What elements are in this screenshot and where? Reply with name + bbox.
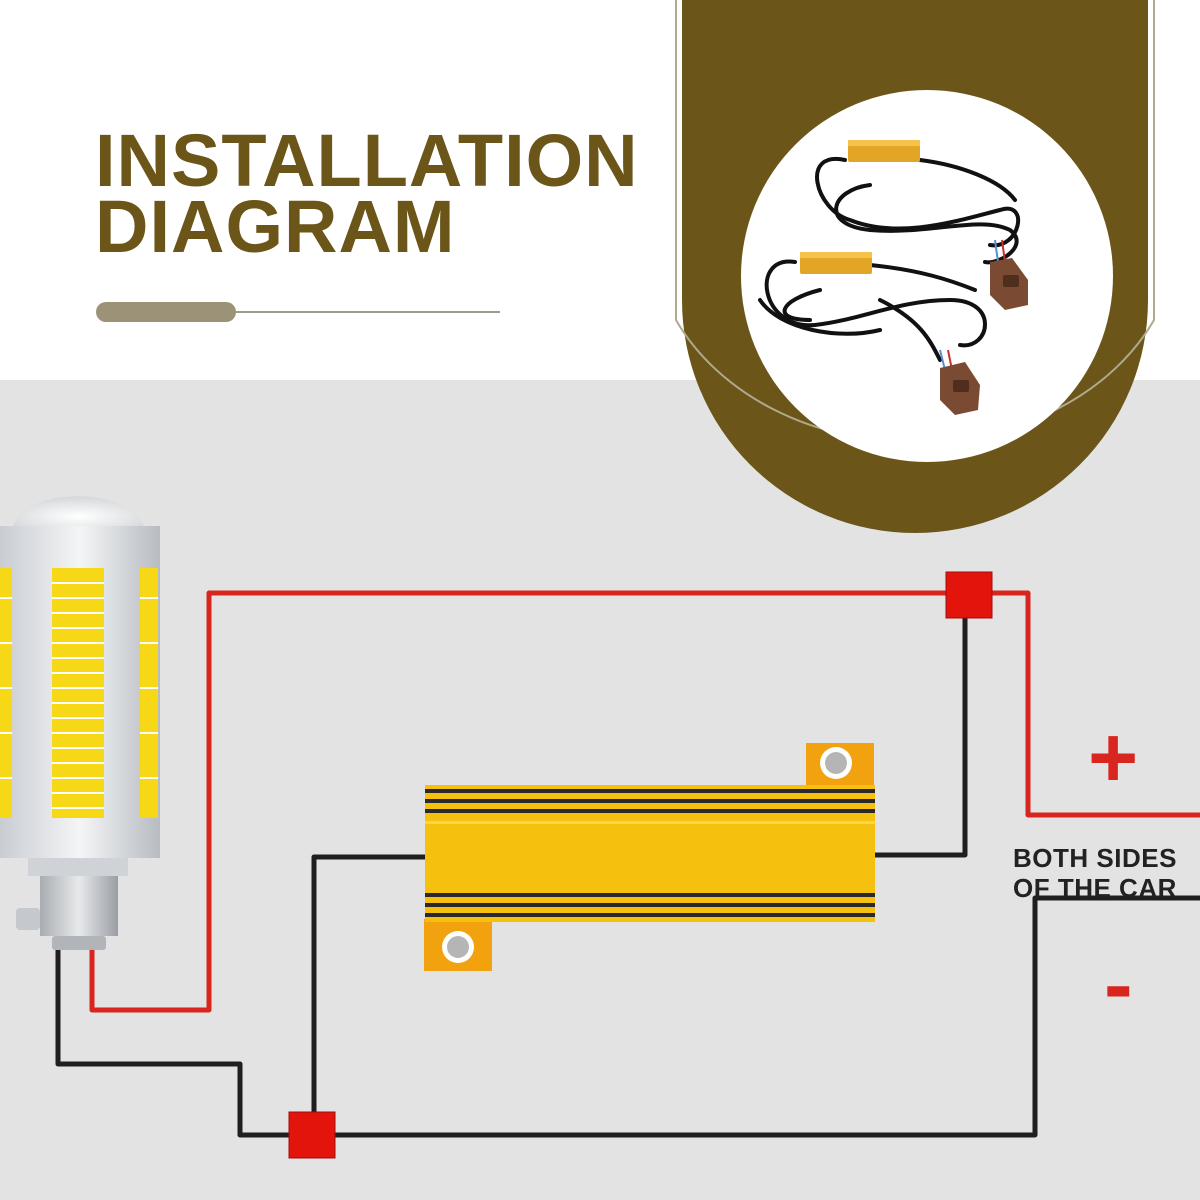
led-bulb-icon <box>0 496 160 950</box>
title-line-2: DIAGRAM <box>95 185 456 268</box>
divider-accent <box>96 302 236 322</box>
resistor-harness-photo <box>758 140 1028 415</box>
junction-node-icon <box>945 571 993 619</box>
junction-node-icon <box>288 1111 336 1159</box>
negative-terminal-symbol: - <box>1104 937 1133 1033</box>
positive-terminal-symbol: + <box>1088 710 1139 806</box>
load-resistor-icon <box>424 743 875 971</box>
positive-wire <box>89 590 1200 1013</box>
resistor-wire-left <box>311 854 425 1135</box>
title-line-1: INSTALLATION <box>95 119 639 202</box>
connection-label-line-1: BOTH SIDES <box>1013 843 1177 873</box>
connection-label-line-2: OF THE CAR <box>1013 873 1177 903</box>
ground-wire-bulb <box>55 895 1200 1138</box>
divider-line <box>236 311 500 313</box>
page-title: INSTALLATION DIAGRAM <box>95 119 639 268</box>
resistor-wire-right <box>873 597 968 858</box>
